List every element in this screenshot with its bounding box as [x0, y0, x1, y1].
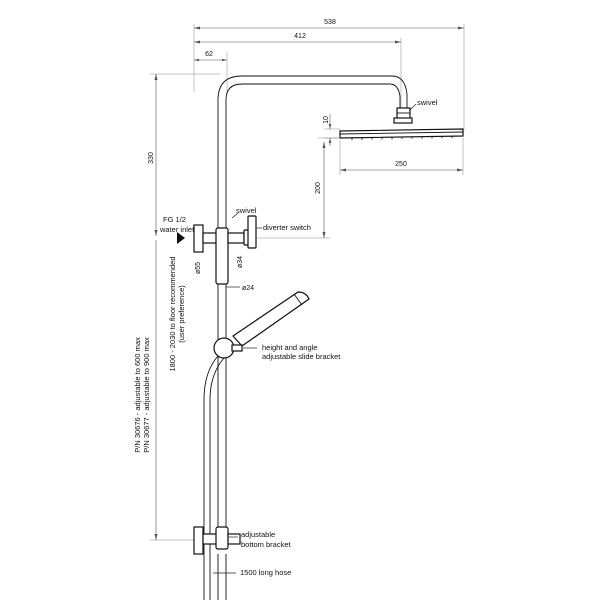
dimension-330-label: 330: [148, 152, 155, 164]
slide-bracket-label-line2: adjustable slide bracket: [262, 352, 341, 361]
dimension-offset: 62: [194, 51, 228, 92]
dimension-arm-length: 412: [194, 33, 402, 108]
dimension-drop-200: 200: [250, 137, 340, 239]
hand-shower: [232, 291, 310, 347]
shower-head: [339, 128, 464, 139]
slide-bracket-label-line1: height and angle: [262, 343, 317, 352]
dimension-height-330: 330: [148, 73, 220, 236]
dimension-dia55-label: ø55: [195, 262, 202, 274]
riser-rail: [217, 284, 227, 527]
wall-flange-bottom: [193, 526, 204, 555]
dimension-250-label: 250: [395, 161, 407, 168]
inlet-diverter-block: [193, 215, 257, 285]
swivel-joint-top: [396, 107, 411, 120]
dimension-head-thickness: 10: [323, 114, 340, 146]
shower-arm: [217, 75, 408, 283]
bottom-bracket-label-line1: adjustable: [241, 530, 275, 539]
inlet-arrow-icon: [177, 232, 185, 244]
bottom-bracket: [193, 526, 241, 555]
dimension-floor-height: [150, 240, 198, 541]
hose: [203, 355, 225, 600]
diverter-switch-knob: [247, 215, 257, 249]
hand-shower-handle: [232, 291, 310, 347]
dimension-200-label: 200: [315, 182, 322, 194]
dimension-overall-width: 538: [193, 19, 465, 130]
part-number-label-line2: P/N 30677 - adjustable to 900 max: [142, 337, 151, 453]
dimension-dia24-label: ø24: [242, 285, 254, 292]
wall-flange-top: [193, 224, 204, 253]
dimension-10-label: 10: [323, 116, 330, 124]
dimension-dia34-label: ø34: [237, 256, 244, 268]
dimension-412-label: 412: [294, 33, 306, 40]
slide-bracket-knob: [213, 337, 235, 359]
dimension-538-label: 538: [324, 19, 336, 26]
dimension-62-label: 62: [205, 51, 213, 58]
dimension-head-width: 250: [339, 138, 464, 175]
diverter-switch-label: diverter switch: [263, 223, 311, 232]
swivel-mid-label: swivel: [236, 206, 257, 215]
floor-height-label-line1: 1800 - 2030 to floor recommended: [168, 256, 177, 371]
inlet-label-line1: FG 1/2: [163, 215, 186, 224]
bottom-bracket-label-line2: bottom bracket: [241, 540, 292, 549]
shower-head-assembly: [339, 107, 464, 140]
inlet-label-line2: water inlet: [159, 225, 195, 234]
floor-height-label-line2: (user preference): [177, 285, 186, 343]
swivel-top-label: swivel: [417, 98, 438, 107]
part-number-label-line1: P/N 30676 - adjustable to 600 max: [133, 337, 142, 453]
hose-label: 1500 long hose: [240, 568, 291, 577]
rail-junction: [215, 227, 229, 285]
